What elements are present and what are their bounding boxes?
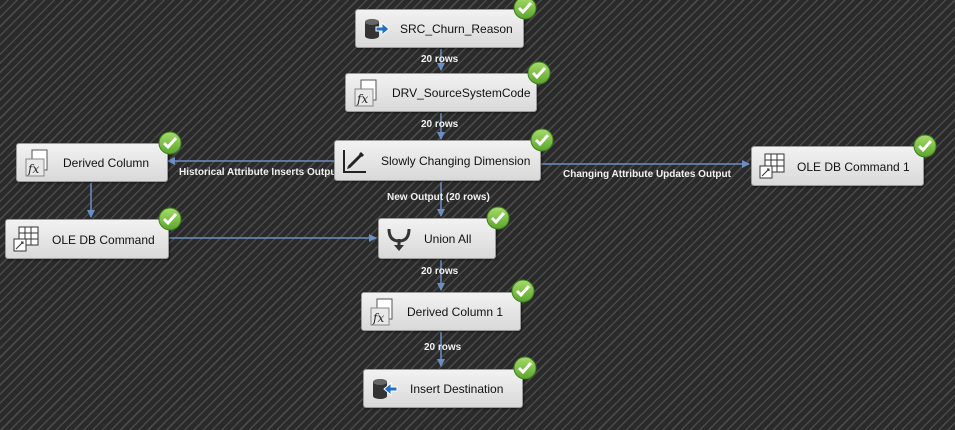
component-label: SRC_Churn_Reason <box>400 22 513 36</box>
oledb-destination-icon <box>373 378 398 399</box>
derived-column-icon: fx <box>25 149 48 176</box>
path-label-changing-attribute-updates: Changing Attribute Updates Output <box>563 169 731 180</box>
component-label: Derived Column <box>63 156 150 170</box>
green-check-icon <box>158 131 182 155</box>
green-check-icon <box>913 134 937 158</box>
component-label: DRV_SourceSystemCode <box>392 86 531 100</box>
component-label: OLE DB Command 1 <box>797 160 910 174</box>
green-check-icon <box>527 61 551 85</box>
green-check-icon <box>530 128 554 152</box>
component-insert-destination[interactable]: Insert Destination <box>363 369 523 408</box>
scd-icon <box>343 149 366 173</box>
green-check-icon <box>158 207 182 231</box>
svg-text:fx: fx <box>356 92 368 106</box>
oledb-command-icon <box>759 153 785 179</box>
component-label: OLE DB Command <box>52 233 155 247</box>
path-label-historical-attribute-inserts: Historical Attribute Inserts Output <box>179 167 340 178</box>
green-check-icon <box>513 356 537 380</box>
svg-text:fx: fx <box>372 311 384 325</box>
green-check-icon <box>486 206 510 230</box>
component-ole-db-command[interactable]: OLE DB Command <box>5 219 169 259</box>
component-label: Union All <box>424 232 472 246</box>
component-slowly-changing-dimension[interactable]: Slowly Changing Dimension <box>334 140 541 181</box>
path-label-derived-to-insert: 20 rows <box>424 342 462 353</box>
component-derived-column-1[interactable]: fx Derived Column 1 <box>361 292 521 331</box>
component-derived-column[interactable]: fx Derived Column <box>16 143 168 182</box>
svg-text:fx: fx <box>27 162 39 176</box>
green-check-icon <box>513 0 537 20</box>
component-label: Slowly Changing Dimension <box>381 154 531 168</box>
path-label-union-to-derived: 20 rows <box>421 266 459 277</box>
component-drv-sourcesystemcode[interactable]: fx DRV_SourceSystemCode <box>345 73 537 112</box>
path-label-src-to-drv: 20 rows <box>421 54 459 65</box>
derived-column-icon: fx <box>370 298 393 325</box>
component-src-churn-reason[interactable]: SRC_Churn_Reason <box>355 9 524 48</box>
oledb-source-icon <box>365 18 390 39</box>
component-union-all[interactable]: Union All <box>378 218 496 259</box>
green-check-icon <box>511 279 535 303</box>
derived-column-icon: fx <box>354 79 377 106</box>
component-ole-db-command-1[interactable]: OLE DB Command 1 <box>751 146 924 186</box>
oledb-command-icon <box>13 226 39 252</box>
path-label-drv-to-scd: 20 rows <box>421 119 459 130</box>
component-label: Insert Destination <box>410 382 504 396</box>
path-label-new-output: New Output (20 rows) <box>387 192 490 203</box>
component-label: Derived Column 1 <box>407 305 504 319</box>
union-all-icon <box>387 228 411 251</box>
